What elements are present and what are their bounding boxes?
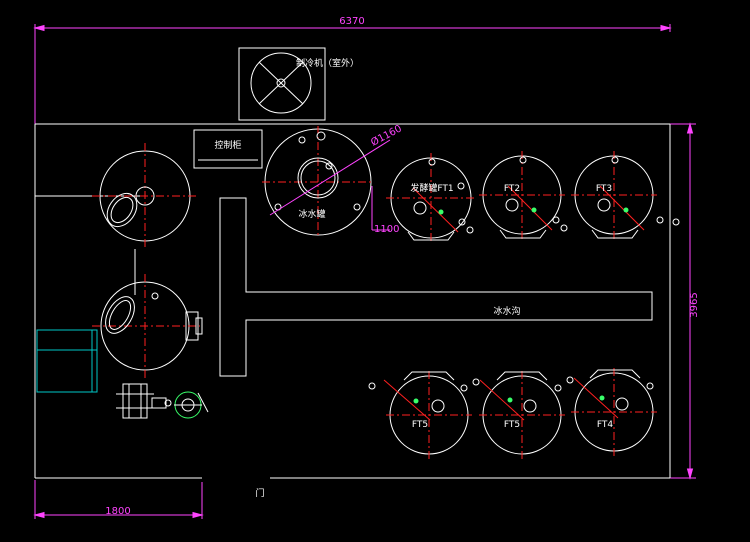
fermenter-bottom-left bbox=[368, 371, 472, 459]
fermenter-ft1-label: 发酵罐FT1 bbox=[410, 182, 453, 194]
fermenter-ft3-label: FT3 bbox=[596, 184, 612, 194]
chiller-label: 制冷机（室外） bbox=[296, 57, 359, 69]
ice-water-tank bbox=[262, 126, 391, 238]
fermenter-bottom-middle bbox=[472, 371, 565, 459]
fermenter-bottom-right bbox=[566, 368, 657, 456]
mash-tank-lower bbox=[92, 274, 203, 378]
control-cabinet-label: 控制柜 bbox=[214, 139, 241, 151]
mash-tank-upper bbox=[92, 143, 198, 295]
equipment-box bbox=[36, 329, 98, 393]
side-mark-label: 1100 bbox=[374, 224, 399, 235]
fermenter-ft2 bbox=[479, 151, 568, 239]
dimension-top bbox=[33, 24, 672, 124]
ice-water-trench bbox=[219, 197, 653, 377]
dimension-bottom-label: 1800 bbox=[105, 506, 130, 517]
fermenter-bottom-middle-label: FT5 bbox=[504, 420, 520, 430]
door-label: 门 bbox=[255, 487, 264, 499]
dimension-top-label: 6370 bbox=[339, 16, 364, 27]
fermenter-bottom-right-label: FT4 bbox=[597, 420, 614, 430]
fermenter-bottom-left-label: FT5 bbox=[412, 420, 428, 430]
dimension-right bbox=[670, 122, 696, 480]
pipe-size-label: Ø1160 bbox=[369, 122, 404, 148]
pump-assembly bbox=[116, 383, 209, 419]
control-cabinet bbox=[193, 129, 263, 169]
fermenter-ft1 bbox=[386, 153, 476, 243]
dimension-bottom bbox=[33, 480, 204, 519]
fermenter-ft3 bbox=[571, 151, 680, 239]
ice-water-trench-label: 冰水沟 bbox=[493, 305, 520, 317]
fermenter-ft2-label: FT2 bbox=[504, 184, 520, 194]
room-walls bbox=[34, 123, 671, 479]
ice-water-tank-label: 冰水罐 bbox=[298, 208, 325, 220]
dimension-right-label: 3965 bbox=[689, 292, 700, 317]
chiller-unit bbox=[238, 47, 326, 121]
